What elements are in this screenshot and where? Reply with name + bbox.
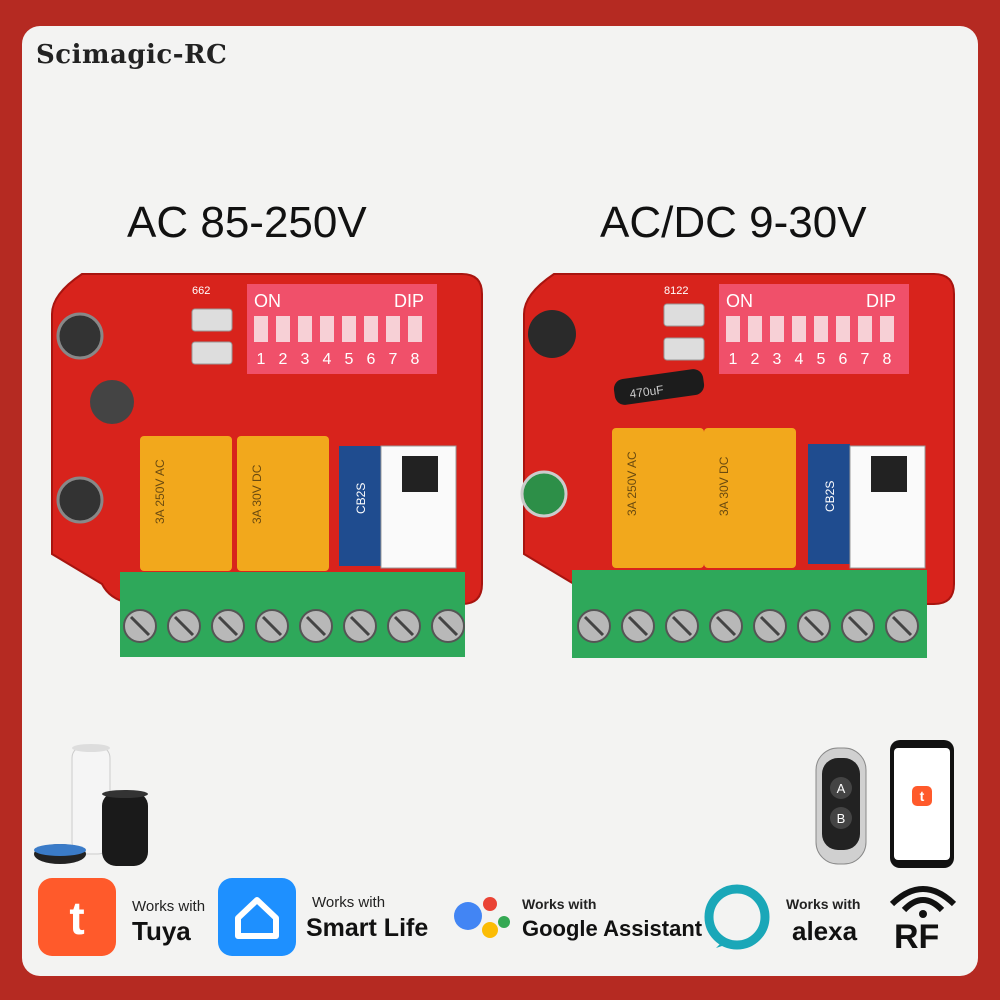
rf-remote-image: A B — [810, 744, 872, 868]
dip-switch — [364, 316, 378, 342]
dip-number: 4 — [323, 351, 332, 368]
svg-text:ON: ON — [726, 291, 753, 311]
remote-button-b: B — [837, 811, 846, 826]
tuya-label: Tuya — [132, 916, 191, 946]
svg-text:t: t — [920, 788, 925, 804]
svg-text:470uF: 470uF — [629, 382, 665, 401]
google-assistant-label: Google Assistant — [522, 916, 703, 941]
dip-number: 6 — [367, 351, 376, 368]
inductor — [90, 380, 134, 424]
svg-text:3A 250V AC: 3A 250V AC — [153, 459, 167, 524]
dip-number: 7 — [389, 351, 398, 368]
dip-label: DIP — [394, 291, 424, 311]
relay-1 — [140, 436, 232, 571]
dip-number: 3 — [301, 351, 310, 368]
brand-logo-text: Scimagic-RC — [36, 40, 228, 70]
svg-text:t: t — [69, 892, 84, 944]
dip-switch — [792, 316, 806, 342]
dip-number: 8 — [411, 351, 420, 368]
svg-text:3A 250V AC: 3A 250V AC — [625, 451, 639, 516]
dip-switch — [726, 316, 740, 342]
dip-switch — [408, 316, 422, 342]
dip-switch — [858, 316, 872, 342]
relay-2 — [237, 436, 329, 571]
dip-switch — [880, 316, 894, 342]
dip-number: 6 — [839, 351, 848, 368]
dip-switch — [342, 316, 356, 342]
badge-google-assistant: Works with Google Assistant — [450, 878, 703, 958]
dip-switch — [254, 316, 268, 342]
svg-text:3A 30V DC: 3A 30V DC — [717, 456, 731, 516]
wifi-antenna — [339, 446, 381, 566]
dip-switch — [814, 316, 828, 342]
dip-switch — [836, 316, 850, 342]
alexa-icon — [702, 882, 772, 952]
smartlife-logo-icon — [218, 878, 296, 956]
dip-number: 5 — [817, 351, 826, 368]
dip-number: 2 — [751, 351, 760, 368]
svg-text:DIP: DIP — [866, 291, 896, 311]
svg-text:3A 30V DC: 3A 30V DC — [250, 464, 264, 524]
dip-switch — [770, 316, 784, 342]
dip-switch — [298, 316, 312, 342]
google-assistant-icon — [450, 886, 514, 950]
dip-switch — [276, 316, 290, 342]
voltage-label-right: AC/DC 9-30V — [600, 198, 867, 247]
smartlife-label: Smart Life — [306, 914, 429, 942]
remote-button-a: A — [837, 781, 846, 796]
dip-number: 7 — [861, 351, 870, 368]
dip-switch — [386, 316, 400, 342]
alexa-label: alexa — [792, 916, 858, 946]
dip-switch — [320, 316, 334, 342]
rf-wave-icon — [886, 878, 960, 918]
dip-number: 3 — [773, 351, 782, 368]
badge-smartlife: Works with Smart Life — [218, 878, 448, 958]
capacitor — [56, 312, 104, 360]
badge-alexa: Works with alexa — [702, 878, 872, 958]
dip-number: 8 — [883, 351, 892, 368]
dip-on-label: ON — [254, 291, 281, 311]
dip-number: 1 — [257, 351, 266, 368]
svg-text:CB2S: CB2S — [354, 483, 368, 514]
badge-tuya: t Works with Tuya — [38, 878, 218, 958]
smart-speakers-image — [32, 742, 162, 872]
badge-rf: RF — [886, 878, 966, 958]
silk-label: 662 — [192, 285, 210, 297]
dip-number: 1 — [729, 351, 738, 368]
voltage-label-left: AC 85-250V — [127, 198, 367, 247]
rf-label: RF — [894, 918, 940, 956]
dip-number: 2 — [279, 351, 288, 368]
dip-number: 5 — [345, 351, 354, 368]
phone-image: t — [888, 738, 956, 870]
tuya-logo-icon: t — [38, 878, 116, 956]
dip-switch — [748, 316, 762, 342]
svg-text:8122: 8122 — [664, 285, 688, 297]
dip-number: 4 — [795, 351, 804, 368]
choke — [528, 310, 576, 358]
svg-text:CB2S: CB2S — [823, 481, 837, 512]
